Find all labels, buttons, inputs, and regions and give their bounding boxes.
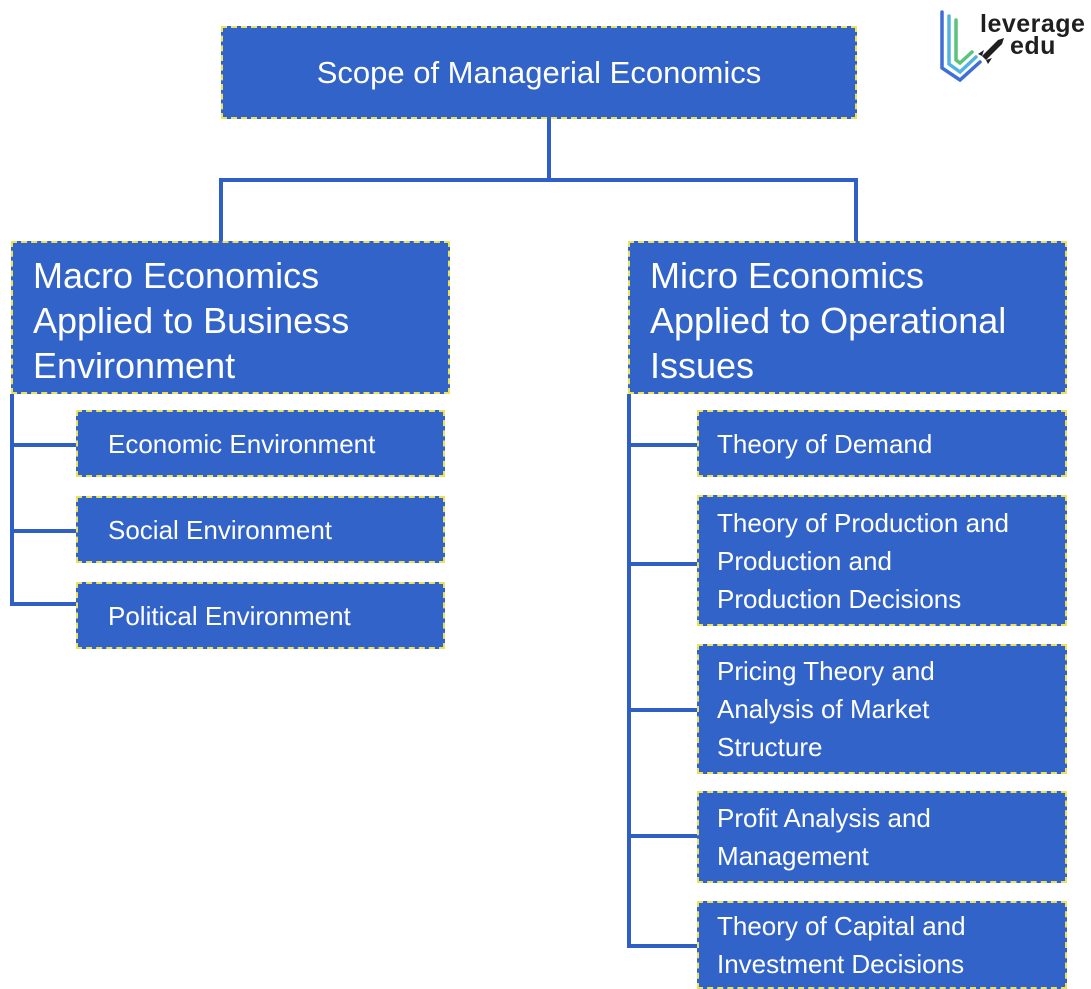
leverage-edu-logo: leverage edu <box>938 6 1091 86</box>
micro-item-line: Theory of Capital and <box>717 911 966 941</box>
logo-text-leverage: leverage <box>980 10 1086 38</box>
micro-item-line: Analysis of Market <box>717 694 930 724</box>
micro-item-theory-of-demand: Theory of Demand <box>697 410 1067 477</box>
micro-title-line: Issues <box>650 345 755 386</box>
macro-item-label: Economic Environment <box>108 428 376 459</box>
macro-economics-node: Macro Economics Applied to Business Envi… <box>11 241 450 394</box>
micro-item-theory-of-production: Theory of Production and Production and … <box>697 495 1067 626</box>
root-label: Scope of Managerial Economics <box>316 54 762 90</box>
micro-item-line: Structure <box>717 732 823 762</box>
micro-item-pricing-theory: Pricing Theory and Analysis of Market St… <box>697 644 1067 774</box>
micro-item-line: Pricing Theory and <box>717 656 935 686</box>
macro-item-label: Political Environment <box>108 600 351 631</box>
macro-item-label: Social Environment <box>108 514 332 545</box>
micro-item-line: Profit Analysis and <box>717 803 931 833</box>
macro-item-political-environment: Political Environment <box>76 582 445 649</box>
micro-title-line: Applied to Operational <box>650 300 1007 341</box>
macro-item-social-environment: Social Environment <box>76 496 445 563</box>
micro-item-line: Production Decisions <box>717 583 962 614</box>
root-node: Scope of Managerial Economics <box>221 26 857 119</box>
micro-economics-node: Micro Economics Applied to Operational I… <box>628 241 1067 394</box>
macro-title-line: Macro Economics <box>33 255 320 296</box>
micro-item-theory-of-capital: Theory of Capital and Investment Decisio… <box>697 901 1067 989</box>
logo-mark-icon <box>940 10 1004 83</box>
logo-text-edu: edu <box>1010 32 1056 60</box>
macro-item-economic-environment: Economic Environment <box>76 410 445 477</box>
micro-item-line: Management <box>717 841 869 871</box>
micro-item-profit-analysis: Profit Analysis and Management <box>697 791 1067 883</box>
micro-item-line: Theory of Demand <box>717 428 933 459</box>
micro-item-line: Theory of Production and <box>717 507 1009 538</box>
micro-item-line: Investment Decisions <box>717 949 965 979</box>
rocket-icon <box>978 38 1004 64</box>
micro-item-line: Production and <box>717 545 892 576</box>
micro-title-line: Micro Economics <box>650 255 925 296</box>
macro-title-line: Environment <box>33 345 236 386</box>
macro-title-line: Applied to Business <box>33 300 350 341</box>
